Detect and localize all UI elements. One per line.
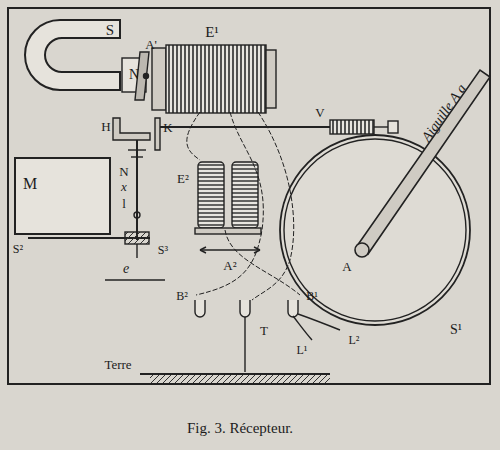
wire (196, 112, 263, 295)
callout-letter: S (106, 23, 114, 38)
callout-letter: N (119, 165, 128, 178)
electromagnet-coil-2 (198, 162, 224, 228)
callout-letter: E² (177, 172, 189, 185)
callout-letter: S³ (158, 244, 168, 256)
earth-wire (244, 317, 245, 372)
callout-letter: A² (223, 259, 236, 272)
gear-S3 (125, 232, 149, 244)
callout-letter: S¹ (450, 323, 462, 337)
callout-letter: e (123, 262, 129, 276)
stop-K (155, 118, 160, 150)
figure-caption: Fig. 3. Récepteur. (187, 420, 293, 437)
base-board (8, 8, 490, 384)
axis (136, 140, 138, 240)
callout-letter: V (315, 106, 324, 119)
needle (357, 70, 490, 254)
callout-letter: L² (349, 334, 360, 346)
worm-shaft (160, 126, 330, 128)
coil-flange (152, 48, 166, 110)
callout-letter: N (129, 68, 139, 82)
callout-letter: l (122, 197, 126, 210)
callout-letter: x (121, 180, 127, 193)
worm-V (330, 120, 374, 134)
line-wire (293, 316, 312, 340)
callout-letter: K (163, 121, 172, 134)
e-marker (105, 279, 165, 280)
callout-letter: S² (13, 243, 23, 255)
horseshoe-magnet (25, 20, 120, 90)
callout-letter: A' (145, 38, 157, 51)
callout-letter: A (342, 260, 351, 273)
callout-letter: M (23, 176, 37, 192)
callout-letter: Terre (104, 358, 131, 371)
ground-line (140, 373, 330, 375)
callout-letter: L¹ (297, 344, 308, 356)
callout-letter: T (260, 324, 268, 337)
clockwork-box (15, 158, 110, 234)
lever-H (113, 118, 150, 140)
callout-letter: H (101, 120, 110, 133)
armature-A2 (200, 249, 260, 250)
callout-letter: E¹ (205, 25, 219, 40)
callout-letter: B¹ (306, 290, 318, 302)
callout-letter: B² (176, 290, 188, 302)
electromagnet-coil (166, 45, 266, 113)
terminal (195, 300, 205, 317)
